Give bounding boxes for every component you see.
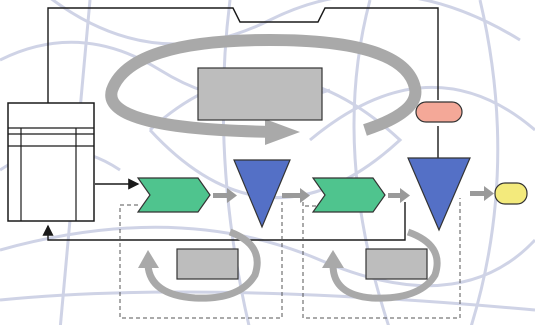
bottom-return-connector [42,202,406,241]
process-1-chevron [136,177,211,213]
end-pill [494,182,528,205]
central-cycle-arrow [105,33,422,145]
kaizen-cycle-arrow-2 [322,228,441,302]
supplier-table [7,102,95,222]
dashed-loop-2 [302,198,461,319]
transfer-arrow-4 [470,186,494,201]
transfer-arrow-1 [213,188,237,203]
inventory-1-triangle [233,159,291,229]
process-2-chevron [311,177,386,213]
dashed-loop-1 [119,202,283,319]
kaizen-cycle-arrow-1 [138,228,261,302]
kaizen-panel-1 [176,248,239,280]
top-pill [415,101,463,123]
inventory-2-triangle [407,157,471,232]
transfer-arrow-2 [282,188,310,203]
top-return-connector [47,7,439,105]
kaizen-panel-2 [365,248,428,280]
central-panel [197,67,323,121]
transfer-arrow-3 [388,188,410,203]
